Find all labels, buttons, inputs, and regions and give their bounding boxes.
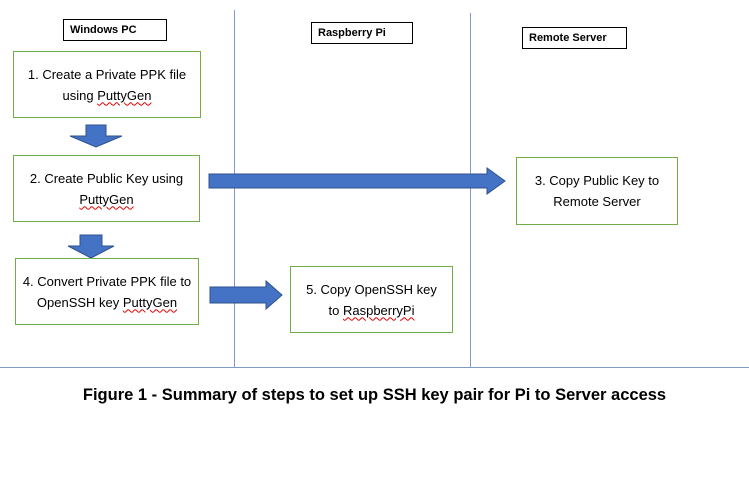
step-1-create-private-ppk: 1. Create a Private PPK file using Putty… bbox=[13, 51, 201, 118]
link-puttygen-1: PuttyGen bbox=[97, 87, 152, 103]
link-raspberrypi: RaspberryPi bbox=[342, 302, 415, 318]
link-puttygen-2: PuttyGen bbox=[79, 191, 134, 207]
figure-caption: Figure 1 - Summary of steps to set up SS… bbox=[82, 386, 667, 404]
step-5-copy-openssh-key: 5. Copy OpenSSH key to RaspberryPi bbox=[290, 266, 453, 333]
link-puttygen-4: PuttyGen bbox=[122, 294, 178, 310]
arrow-step1-to-step2 bbox=[69, 124, 123, 148]
lane-label-remote-server: Remote Server bbox=[522, 27, 627, 49]
arrow-step2-to-step3 bbox=[208, 167, 506, 195]
arrow-step2-to-step4 bbox=[67, 234, 115, 259]
step-2-create-public-key: 2. Create Public Key using PuttyGen bbox=[13, 155, 200, 222]
arrow-step4-to-step5 bbox=[209, 279, 283, 311]
lane-label-raspberry-pi: Raspberry Pi bbox=[311, 22, 413, 44]
step-3-copy-public-key: 3. Copy Public Key to Remote Server bbox=[516, 157, 678, 225]
step-4-convert-ppk-to-openssh: 4. Convert Private PPK file to OpenSSH k… bbox=[15, 258, 199, 325]
lane-label-windows-pc: Windows PC bbox=[63, 19, 167, 41]
